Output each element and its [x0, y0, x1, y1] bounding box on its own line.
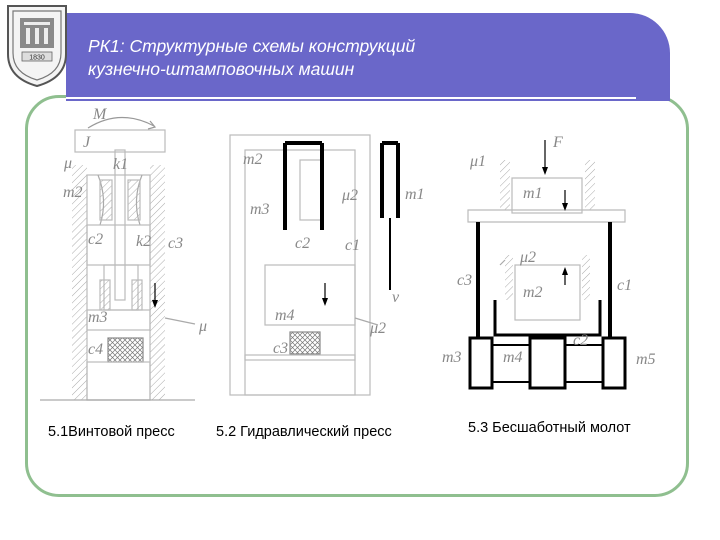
hydraulic-press-diagram: [229, 134, 400, 396]
title-line-2: кузнечно-штамповочных машин: [88, 59, 355, 79]
svg-text:c2: c2: [295, 235, 310, 252]
svg-text:k1: k1: [113, 156, 128, 173]
hammer-diagram: [467, 140, 627, 390]
logo-year: 1830: [29, 55, 45, 62]
hydraulic-press-labels: m2 m3 μ2 m1 c2 c1 v m4 μ2 c3: [243, 151, 425, 357]
svg-text:m4: m4: [275, 307, 295, 324]
svg-text:c2: c2: [88, 231, 103, 248]
svg-text:m5: m5: [636, 351, 656, 368]
svg-text:k2: k2: [136, 233, 151, 250]
svg-text:c3: c3: [457, 272, 472, 289]
svg-text:μ2: μ2: [519, 249, 536, 266]
svg-text:m3: m3: [88, 309, 108, 326]
caption-screw-press: 5.1Винтовой пресс: [48, 424, 175, 440]
svg-text:c4: c4: [88, 341, 103, 358]
svg-text:m2: m2: [63, 184, 83, 201]
svg-text:F: F: [552, 134, 563, 151]
caption-hydraulic-press: 5.2 Гидравлический пресс: [216, 424, 392, 440]
svg-text:m4: m4: [503, 349, 523, 366]
svg-text:μ: μ: [63, 155, 72, 172]
university-emblem-logo: 1830: [7, 5, 67, 88]
title-banner: [66, 13, 670, 101]
banner-underline: [66, 97, 636, 99]
svg-text:μ1: μ1: [469, 153, 486, 170]
svg-text:m2: m2: [523, 284, 543, 301]
svg-text:m2: m2: [243, 151, 263, 168]
svg-text:m1: m1: [405, 186, 425, 203]
svg-text:c1: c1: [345, 237, 360, 254]
svg-text:m3: m3: [250, 201, 270, 218]
svg-text:μ2: μ2: [369, 320, 386, 337]
svg-text:m3: m3: [442, 349, 462, 366]
slide-title: РК1: Структурные схемы конструкций кузне…: [88, 35, 415, 81]
screw-press-labels: M J μ k1 m2 c2 k2 c3 m3 μ c4: [63, 106, 207, 358]
svg-text:c1: c1: [617, 277, 632, 294]
svg-text:c2: c2: [573, 332, 588, 349]
hammer-labels: μ1 F m1 μ2 c3 m2 c1 c2 m3 m4 m5: [442, 134, 656, 368]
svg-text:c3: c3: [168, 235, 183, 252]
svg-text:μ2: μ2: [341, 187, 358, 204]
screw-press-diagram: [40, 116, 196, 401]
title-line-1: РК1: Структурные схемы конструкций: [88, 36, 416, 56]
svg-text:μ: μ: [198, 318, 207, 335]
svg-text:J: J: [83, 134, 91, 151]
svg-text:m1: m1: [523, 185, 543, 202]
svg-text:M: M: [92, 106, 108, 123]
caption-hammer: 5.3 Бесшаботный молот: [468, 420, 631, 436]
svg-text:c3: c3: [273, 340, 288, 357]
svg-text:v: v: [392, 289, 400, 306]
